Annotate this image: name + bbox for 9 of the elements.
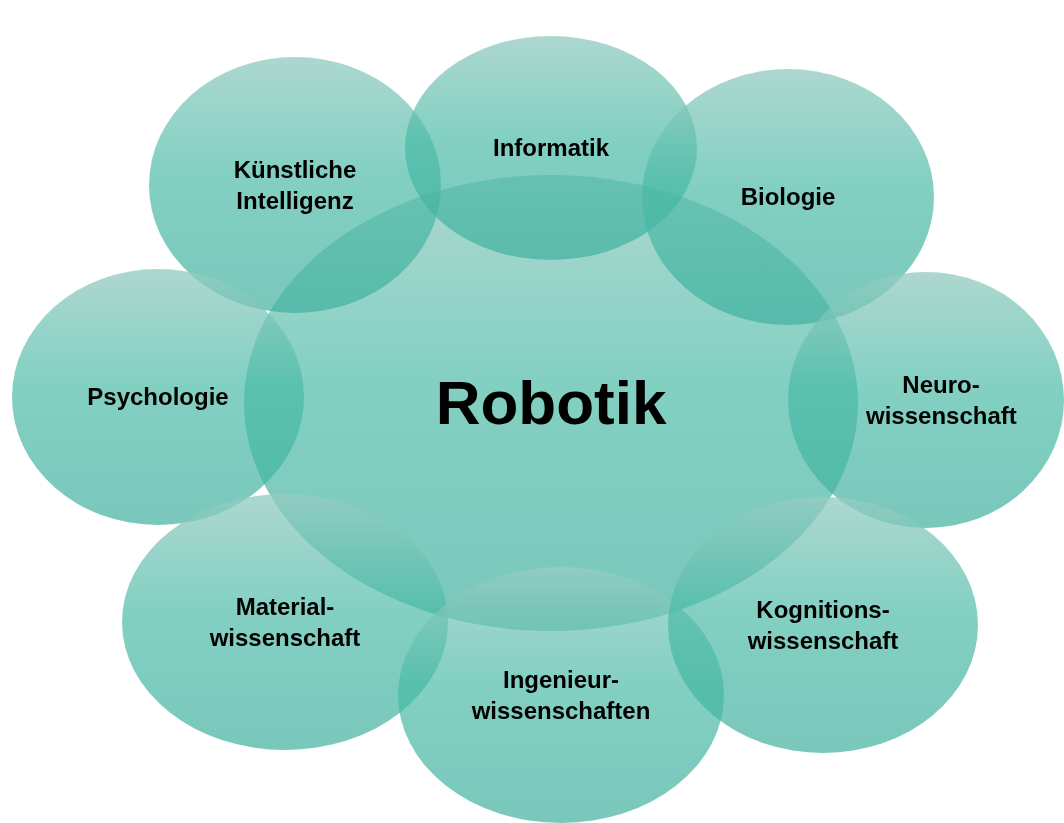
node-label: Biologie	[739, 182, 837, 213]
node-label: Künstliche Intelligenz	[232, 154, 358, 216]
node-label: Neuro- wissenschaft	[865, 369, 1016, 431]
node-label: Robotik	[434, 366, 668, 439]
node-label: Informatik	[492, 133, 610, 164]
node-label: Material- wissenschaft	[208, 591, 362, 653]
node-label: Kognitions- wissenschaft	[746, 594, 900, 656]
node-label: Ingenieur- wissenschaften	[470, 664, 652, 726]
node-label: Psychologie	[86, 382, 230, 413]
